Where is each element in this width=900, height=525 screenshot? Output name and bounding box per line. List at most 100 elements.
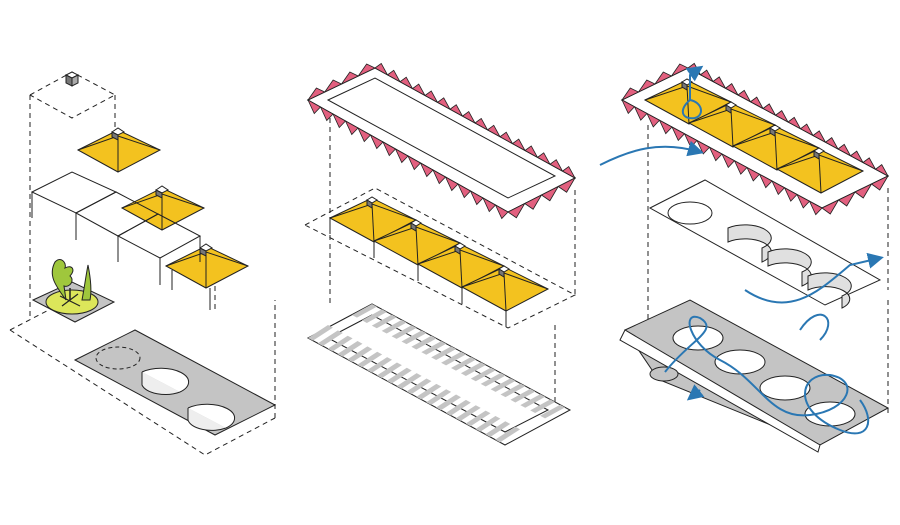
floor-stripe (416, 383, 442, 400)
roof-fin (344, 120, 359, 136)
guide-lines-airflow (647, 125, 889, 415)
floor-stripe (347, 346, 373, 363)
roof-fin (758, 173, 773, 189)
roof-fin (621, 99, 636, 115)
floor-stripe (327, 335, 353, 352)
roof-fin (733, 159, 748, 175)
roof-fin (633, 105, 648, 121)
roof-fin (486, 124, 502, 138)
roof-fin (323, 79, 343, 94)
floor-stripe (495, 426, 521, 443)
guide-lines-structure (304, 118, 577, 410)
roof-fin (394, 148, 409, 164)
roof-fin (862, 157, 877, 171)
airflow-arrow-down (686, 384, 705, 401)
roof-fin (357, 63, 376, 78)
roof-fin (436, 97, 452, 111)
roof-fin (771, 180, 786, 196)
canopy-2 (120, 185, 206, 231)
frame-grid (30, 171, 211, 310)
roof-fin (724, 83, 740, 96)
floor-stripe (540, 404, 566, 419)
airflow-arrow-up (681, 65, 704, 120)
roof-fin (399, 76, 414, 90)
roof-fin (787, 116, 802, 130)
roof-fin (712, 76, 727, 90)
floor-stripe (386, 367, 412, 384)
roof-fin (774, 110, 790, 123)
roof-fin (332, 113, 347, 129)
floor-stripe (475, 415, 501, 432)
canopy-unit (460, 265, 550, 327)
roof-fin (449, 104, 464, 118)
roof-fin (762, 103, 777, 117)
roof-fin (737, 89, 752, 103)
roof-fin (549, 159, 564, 173)
roof-fin (821, 199, 840, 215)
roof-fin (699, 69, 715, 83)
floor-stripe (308, 325, 333, 341)
roof-fin (461, 110, 477, 125)
roof-fin (307, 99, 322, 115)
planter-module (31, 259, 116, 323)
striped-floor-slab (306, 303, 572, 446)
roof-fin (511, 138, 527, 152)
floor-stripe (441, 351, 467, 366)
roof-fin (469, 190, 484, 206)
roof-fin (474, 117, 489, 131)
roof-fin (523, 194, 543, 210)
floor-stripe (465, 410, 491, 427)
panel-structure (304, 62, 577, 446)
floor-stripe (451, 357, 476, 371)
floor-stripe (436, 394, 461, 411)
roof-fin (306, 87, 326, 102)
airflow-arrows (599, 65, 884, 435)
airflow-arrow-in (599, 140, 704, 166)
roof-fin (419, 162, 434, 178)
floor-stripe (530, 399, 556, 414)
floor-stripe (460, 362, 486, 376)
roof-fin (837, 191, 857, 207)
roof-fin (524, 145, 539, 159)
panel-assembly (9, 71, 277, 456)
floor-stripe (337, 341, 363, 357)
roof-fin (432, 169, 447, 185)
roof-fin (653, 71, 673, 86)
vent-cap-icon (64, 71, 80, 87)
roof-fin (369, 134, 384, 150)
partition-walls (648, 179, 882, 309)
plant-tall-icon (81, 264, 92, 301)
roof-fin (424, 90, 439, 104)
canopy-unit (775, 147, 865, 194)
roof-fin (746, 166, 761, 182)
roof-fin (482, 197, 497, 213)
floor-stripe (421, 341, 447, 355)
panel-airflow (599, 62, 890, 453)
roof-fin (540, 185, 560, 202)
airflow-arrow-out (744, 252, 884, 304)
roof-fin (808, 200, 823, 216)
roof-fin (382, 141, 397, 157)
roof-fin (874, 164, 890, 177)
roof-fin (670, 63, 689, 78)
roof-fin (837, 143, 852, 157)
floor-stripe (411, 335, 437, 350)
floor-stripe (401, 330, 427, 345)
floor-stripe (381, 319, 407, 334)
floor-stripe (391, 325, 417, 339)
roof-fin (340, 71, 360, 86)
roof-fin (357, 127, 372, 143)
roof-fin (557, 177, 577, 193)
floor-stripe (396, 373, 422, 389)
floor-stripe (317, 330, 343, 347)
roof-fin (374, 62, 389, 76)
floor-stripe (470, 367, 496, 382)
roof-fin (870, 175, 890, 191)
roof-fin (507, 202, 526, 219)
floor-stripe (485, 421, 511, 437)
floor-stripe (510, 388, 536, 403)
roof-fin (620, 87, 640, 102)
roof-fin (407, 155, 422, 171)
roof-fin (536, 152, 552, 166)
